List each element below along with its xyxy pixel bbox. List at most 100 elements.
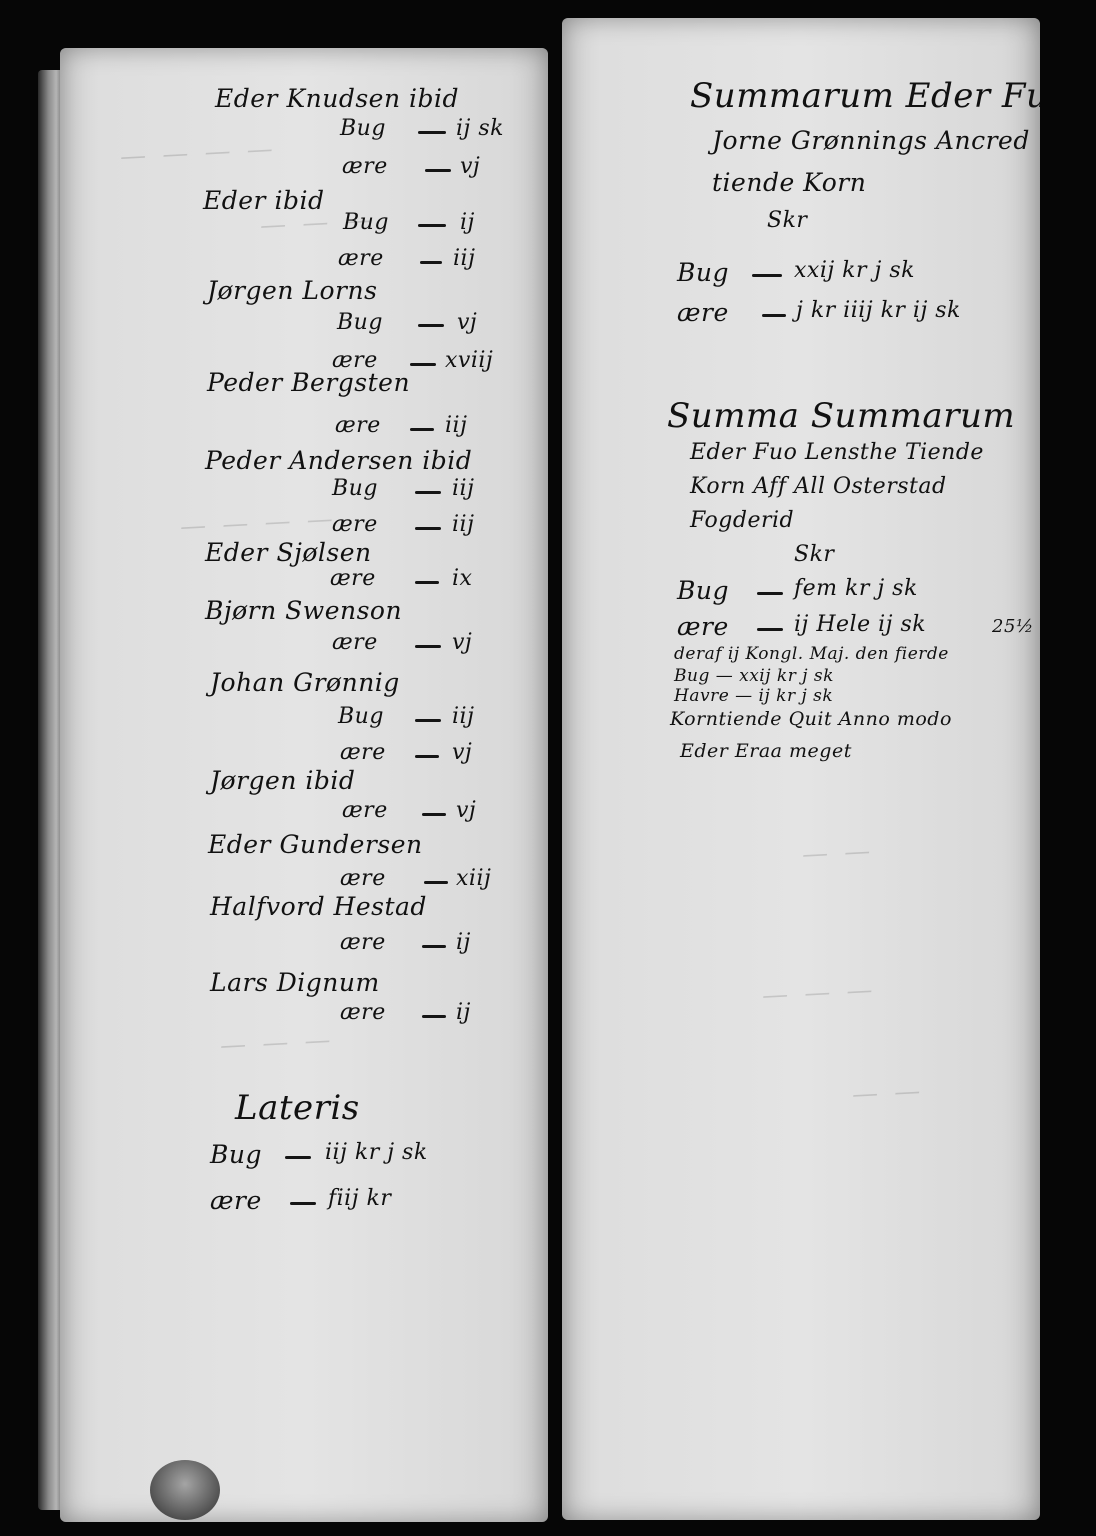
- entry-value: iij: [445, 413, 468, 438]
- entry-value: ix: [452, 566, 473, 591]
- summary1-unit: Skr: [767, 208, 808, 233]
- bleed-through: — — —: [219, 1025, 336, 1061]
- summary1-label: Bug: [677, 258, 729, 287]
- entry-label: ære: [332, 348, 378, 373]
- entry-value: ij: [456, 1000, 471, 1025]
- dash-separator: [415, 645, 441, 648]
- dash-separator: [410, 363, 436, 366]
- entry-name: Bjørn Swenson: [205, 596, 403, 625]
- entry-value: xiij: [456, 866, 492, 891]
- entry-value: vj: [452, 740, 473, 765]
- entry-name: Jørgen ibid: [210, 766, 356, 795]
- entry-value: ij sk: [456, 116, 504, 141]
- bleed-through: — —: [801, 836, 876, 870]
- dash-separator: [418, 131, 446, 134]
- entry-value: iij: [452, 704, 475, 729]
- entry-label: Bug: [340, 116, 386, 141]
- lateris-value: iij kr j sk: [325, 1140, 428, 1165]
- entry-label: Bug: [338, 704, 384, 729]
- summary1-value: xxij kr j sk: [794, 258, 915, 283]
- dash-separator: [415, 581, 439, 584]
- entry-name: Eder ibid: [203, 186, 325, 215]
- entry-label: ære: [338, 246, 384, 271]
- lateris-heading: Lateris: [235, 1088, 360, 1128]
- entry-label: ære: [340, 866, 386, 891]
- summary2-note: Bug — xxij kr j sk: [674, 666, 834, 686]
- dash-separator: [415, 491, 441, 494]
- summary2-note: Korntiende Quit Anno modo: [670, 708, 952, 730]
- entry-name: Jørgen Lorns: [207, 276, 378, 305]
- dash-separator: [422, 1015, 446, 1018]
- summary2-label: Bug: [677, 576, 729, 605]
- entry-label: ære: [340, 930, 386, 955]
- summary1-heading: tiende Korn: [712, 168, 867, 197]
- summary2-heading: Korn Aff All Osterstad: [690, 474, 947, 499]
- lateris-label: Bug: [210, 1140, 262, 1169]
- dash-separator: [410, 428, 434, 431]
- dash-separator: [422, 813, 446, 816]
- bleed-through: — — —: [761, 975, 878, 1011]
- dash-separator: [415, 719, 441, 722]
- entry-value: iij: [453, 246, 476, 271]
- bleed-through: — — — —: [179, 503, 338, 543]
- entry-name: Johan Grønnig: [210, 668, 400, 697]
- right-page: — — — — — — — Summarum Eder Fuo Jorne Gr…: [562, 18, 1040, 1520]
- entry-value: ij: [456, 930, 471, 955]
- summary2-value: ij Hele ij sk: [794, 612, 927, 637]
- entry-label: ære: [332, 630, 378, 655]
- entry-label: ære: [330, 566, 376, 591]
- entry-name: Eder Sjølsen: [205, 538, 372, 567]
- entry-value: xviij: [445, 348, 494, 373]
- dash-separator: [290, 1202, 316, 1205]
- entry-name: Peder Andersen ibid: [205, 446, 473, 475]
- dash-separator: [762, 314, 786, 317]
- dash-separator: [420, 261, 442, 264]
- entry-label: Bug: [343, 210, 389, 235]
- summary2-note: Eder Eraa meget: [680, 740, 852, 762]
- lateris-value: fiij kr: [328, 1186, 392, 1211]
- dash-separator: [418, 224, 446, 227]
- entry-name: Peder Bergsten: [207, 368, 411, 397]
- summary2-heading: Eder Fuo Lensthe Tiende: [690, 440, 984, 465]
- summary2-note: deraf ij Kongl. Maj. den fierde: [674, 644, 949, 664]
- lateris-label: ære: [210, 1186, 262, 1215]
- dash-separator: [757, 592, 783, 595]
- summary2-note: Havre — ij kr j sk: [674, 686, 834, 706]
- entry-value: vj: [457, 310, 478, 335]
- entry-label: ære: [335, 413, 381, 438]
- summary1-heading: Summarum Eder Fuo: [690, 76, 1040, 116]
- dash-separator: [415, 755, 439, 758]
- dash-separator: [752, 274, 782, 277]
- entry-value: vj: [452, 630, 473, 655]
- entry-label: Bug: [337, 310, 383, 335]
- summary1-heading: Jorne Grønnings Ancred: [712, 126, 1030, 155]
- entry-label: ære: [342, 154, 388, 179]
- entry-name: Lars Dignum: [210, 968, 380, 997]
- entry-value: vj: [456, 798, 477, 823]
- summary2-heading: Summa Summarum: [667, 396, 1016, 436]
- summary2-value: fem kr j sk: [794, 576, 918, 601]
- entry-value: iij: [452, 476, 475, 501]
- dash-separator: [757, 628, 783, 631]
- spine-edge: [38, 70, 64, 1510]
- summary1-value: j kr iiij kr ij sk: [796, 298, 961, 323]
- entry-label: ære: [332, 512, 378, 537]
- entry-label: Bug: [332, 476, 378, 501]
- entry-name: Halfvord Hestad: [210, 892, 427, 921]
- entry-value: vj: [460, 154, 481, 179]
- dash-separator: [418, 324, 444, 327]
- entry-label: ære: [342, 798, 388, 823]
- entry-value: iij: [452, 512, 475, 537]
- thumb-shadow: [150, 1460, 220, 1520]
- dash-separator: [425, 169, 451, 172]
- entry-label: ære: [340, 740, 386, 765]
- summary1-label: ære: [677, 298, 729, 327]
- summary2-unit: Skr: [794, 542, 835, 567]
- margin-number: 25½: [992, 616, 1034, 637]
- bleed-through: — —: [851, 1076, 926, 1110]
- bleed-through: — — — —: [119, 133, 278, 173]
- left-page: — — — — — — — — — — — — — — Eder Knudsen…: [60, 48, 548, 1522]
- entry-value: ij: [460, 210, 475, 235]
- entry-name: Eder Gundersen: [208, 830, 423, 859]
- summary2-sub: Fogderid: [690, 508, 795, 533]
